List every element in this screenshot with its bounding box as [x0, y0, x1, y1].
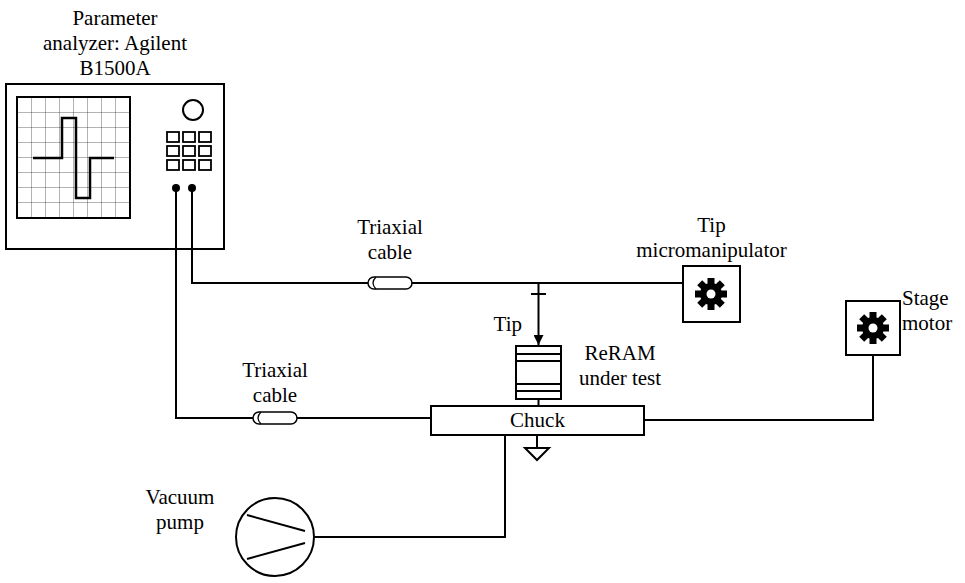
keypad-key	[183, 132, 195, 142]
keypad-key	[183, 160, 195, 170]
analyzer-keypad	[167, 132, 211, 170]
reram-layers	[517, 347, 560, 398]
terminal-wire	[191, 188, 193, 250]
node-heading: Stage motor	[902, 286, 958, 336]
cable-symbol	[368, 277, 412, 289]
tip-crossbar	[531, 293, 546, 295]
wire-connector	[192, 250, 682, 283]
analyzer-box: Parameter analyzer: Agilent B1500A	[5, 83, 225, 250]
keypad-key	[183, 146, 195, 156]
terminal-wire	[175, 188, 177, 250]
pulse-waveform	[33, 118, 114, 198]
micromanipulator-box: Tip micromanipulator	[682, 265, 741, 323]
tip-label: Tip	[482, 312, 522, 337]
reram-device: ReRAM under test	[515, 345, 562, 400]
ground-symbol	[525, 435, 549, 460]
cable-symbol	[253, 412, 297, 424]
keypad-key	[167, 160, 179, 170]
node-heading: Vacuum pump	[135, 485, 225, 535]
chuck-box: Chuck	[430, 405, 645, 436]
gear-icon	[695, 278, 727, 310]
gear-icons	[695, 278, 889, 344]
node-label: Chuck	[510, 408, 565, 433]
node-heading: Tip micromanipulator	[632, 213, 792, 263]
analyzer-knob	[183, 100, 203, 120]
keypad-key	[167, 146, 179, 156]
pump-outline	[235, 497, 315, 577]
analyzer-screen	[17, 97, 130, 218]
wire-connector	[176, 250, 430, 418]
keypad-key	[199, 146, 211, 156]
cable-label: Triaxial cable	[350, 215, 430, 265]
node-heading: ReRAM under test	[570, 341, 670, 391]
vacuum-pump: Vacuum pump	[235, 497, 315, 577]
wire-connector	[645, 356, 873, 420]
stage-motor-box: Stage motor	[845, 300, 901, 356]
gear-icon	[857, 312, 889, 344]
terminal-dot	[172, 184, 180, 192]
node-heading: Parameter analyzer: Agilent B1500A	[40, 6, 190, 81]
keypad-key	[199, 132, 211, 142]
cable-label: Triaxial cable	[235, 358, 315, 408]
terminal-dot	[188, 184, 196, 192]
wire-connector	[315, 436, 505, 537]
keypad-key	[167, 132, 179, 142]
wire-connector	[539, 283, 683, 345]
keypad-key	[199, 160, 211, 170]
